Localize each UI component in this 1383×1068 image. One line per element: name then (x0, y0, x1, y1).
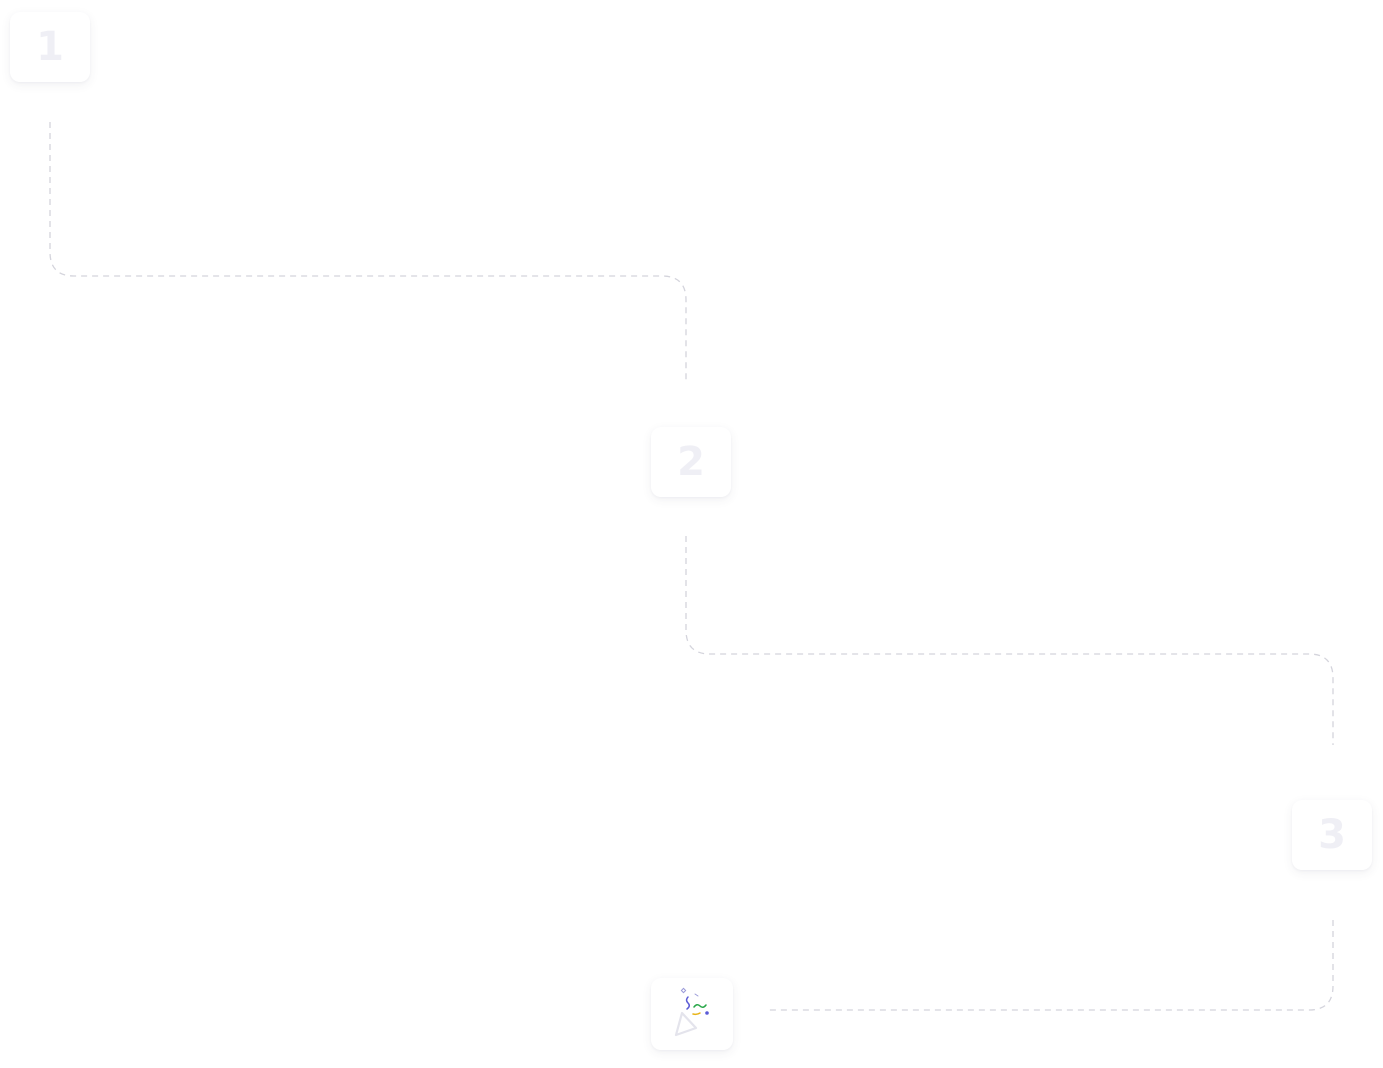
step-card-2: 2 (651, 427, 731, 497)
finish-card (651, 978, 733, 1050)
connector-2-to-3 (685, 536, 1334, 745)
step-card-3: 3 (1292, 800, 1372, 870)
step-number: 2 (677, 439, 705, 485)
step-card-1: 1 (10, 12, 90, 82)
step-number: 1 (36, 24, 64, 70)
step-number: 3 (1318, 812, 1346, 858)
party-popper-icon (674, 987, 709, 1037)
connector-1-to-2 (49, 122, 687, 382)
connector-3-to-finish (768, 920, 1334, 1011)
